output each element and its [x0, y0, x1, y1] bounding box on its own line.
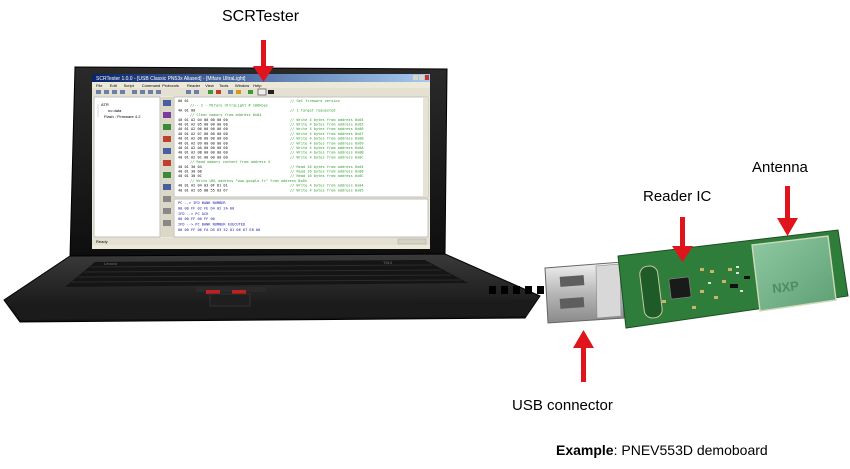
code-comment: // Write 4 bytes from address 0x0C: [290, 155, 364, 159]
code-comment: // Write 4 bytes from address 0x05: [290, 188, 364, 192]
code-comment: // Get firmware version: [290, 99, 340, 103]
code-hex: 40 01 30 04: [178, 165, 202, 169]
code-comment: // Write 4 bytes from address 0x06: [290, 127, 364, 131]
code-comment: // Clear memory from address 0x04: [190, 113, 261, 117]
svg-text:SCRTester 1.0.0 - [USB Classi: SCRTester 1.0.0 - [USB Classic PN53x Ali…: [96, 76, 246, 82]
code-comment: // Write 4 bytes from address 0x0A: [290, 146, 364, 150]
code-hex: 40 01 30 0C: [178, 174, 202, 178]
menu-item-script[interactable]: Script: [124, 83, 135, 88]
code-hex: 40 01 A2 0C 00 00 00 00: [178, 155, 228, 159]
code-hex: 40 01 A2 05 0B 55 03 67: [178, 188, 228, 192]
menu-item-command[interactable]: Command: [142, 83, 160, 88]
menu-item-view[interactable]: View: [205, 83, 214, 88]
tree-pane: [93, 96, 161, 238]
arrow-usb-connector: [573, 330, 594, 382]
code-comment: // Read 16 bytes from address 0x04: [290, 165, 364, 169]
code-hex: 40 01 A2 06 00 00 00 00: [178, 127, 228, 131]
code-hex: 4A 01 00: [178, 108, 195, 112]
log-line: IFD --> PC BANK NUMBER EXECUTED: [178, 223, 245, 227]
arrow-antenna: [777, 186, 798, 236]
code-comment: // Read 16 bytes from address 0x08: [290, 170, 364, 174]
log-pane: [173, 198, 429, 238]
code-comment: // Write 4 bytes from address 0x08: [290, 137, 364, 141]
caption-example: Example: PNEV553D demoboard: [556, 442, 768, 458]
code-hex: 40 01 A2 0B 00 00 00 00: [178, 151, 228, 155]
svg-text:Lenovo: Lenovo: [104, 261, 118, 266]
code-hex: 40 01 A2 09 00 00 00 00: [178, 141, 228, 145]
menu-item-protocols[interactable]: Protocols: [162, 83, 179, 88]
code-lines: 00 01 // Get firmware version //-- 2 - Mif…: [178, 99, 364, 192]
caption-example-bold: Example: [556, 442, 614, 458]
code-comment: // Write 4 bytes from address 0x04: [290, 118, 364, 122]
code-comment: // Write URL address "www.google.fr" fro…: [190, 179, 307, 183]
usb-connection-line: [489, 286, 544, 294]
status-text: Ready: [96, 239, 108, 244]
menu-item-window[interactable]: Window: [235, 83, 249, 88]
label-scrtester: SCRTester: [222, 8, 300, 25]
label-reader-ic: Reader IC: [643, 188, 712, 205]
status-bar: [92, 238, 430, 245]
code-hex: 00 01: [178, 99, 189, 103]
usb-connector-plug: [544, 261, 625, 324]
code-hex: 40 01 A2 04 03 0F D1 01: [178, 184, 228, 188]
log-line: PC --> IFD BANK NUMBER: [178, 201, 226, 205]
nxp-logo-icon: NXP: [771, 278, 800, 296]
code-comment: // 1 target requested: [290, 108, 335, 112]
svg-text:T510: T510: [383, 260, 393, 265]
caption-example-text: : PNEV553D demoboard: [613, 442, 768, 458]
code-hex: 40 01 A2 0A 00 00 00 00: [178, 146, 228, 150]
code-comment: //-- 2 - Mifare UltraLight # 106kbps: [190, 104, 268, 108]
code-comment: // Write 4 bytes from address 0x09: [290, 141, 364, 145]
log-line: 00 00 FF 02 FE D4 02 2A 00: [178, 206, 234, 210]
code-hex: 40 01 A2 08 00 00 00 00: [178, 137, 228, 141]
code-comment: // Write 4 bytes from address 0x04: [290, 184, 364, 188]
log-line: 00 00 FF 06 FA D5 03 32 01 06 07 E8 00: [178, 228, 260, 232]
log-line: IFD --> PC ACK: [178, 212, 209, 216]
code-comment: // Read 16 bytes from address 0x0C: [290, 174, 364, 178]
antenna-coil: [751, 235, 837, 312]
label-usb-connector: USB connector: [512, 397, 613, 414]
code-hex: 40 01 A2 07 00 00 00 00: [178, 132, 228, 136]
code-hex: 40 01 30 08: [178, 170, 202, 174]
code-comment: // Write 4 bytes from address 0x05: [290, 123, 364, 127]
laptop: Lenovo T510 SCRTester 1.0.0 - [USB Class…: [3, 66, 541, 323]
laptop-keyboard: [65, 260, 468, 287]
label-antenna: Antenna: [752, 159, 808, 176]
code-hex: 40 01 A2 04 00 00 00 00: [178, 118, 228, 122]
menu-item-reader[interactable]: Reader: [187, 83, 201, 88]
menu-item-tools[interactable]: Tools: [219, 83, 228, 88]
code-comment: // Read memory content from address 4: [190, 160, 270, 164]
log-lines: PC --> IFD BANK NUMBER 00 00 FF 02 FE D4…: [178, 201, 260, 232]
menu-item-edit[interactable]: Edit: [110, 83, 118, 88]
code-comment: // Write 4 bytes from address 0x0B: [290, 151, 364, 155]
arrow-reader-ic: [672, 217, 693, 262]
app-screen: SCRTester 1.0.0 - [USB Classic PN53x Ali…: [92, 74, 430, 249]
demoboard: NXP: [544, 229, 849, 329]
tree-item-atr[interactable]: ATR: [101, 102, 109, 107]
reader-ic-chip: [668, 276, 692, 300]
log-line: 00 00 FF 00 FF 00: [178, 217, 215, 221]
code-comment: // Write 4 bytes from address 0x07: [290, 132, 364, 136]
tree-item-flash[interactable]: Flash : Firmware 4.2: [104, 114, 141, 119]
tree-item-nodata[interactable]: no data: [108, 108, 122, 113]
code-editor[interactable]: [173, 96, 429, 198]
menu-item-help[interactable]: Help: [253, 83, 262, 88]
code-hex: 40 01 A2 05 00 00 00 00: [178, 123, 228, 127]
arrow-scrtester: [253, 40, 274, 82]
menu-item-file[interactable]: File: [96, 83, 103, 88]
